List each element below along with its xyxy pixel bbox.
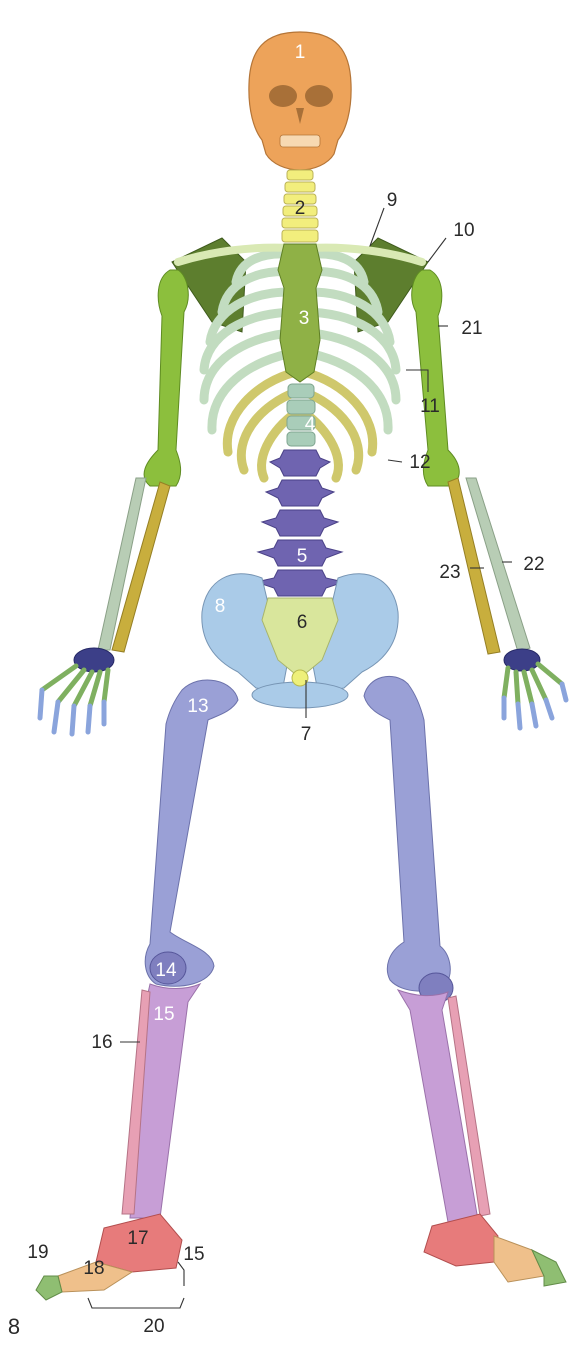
label-15: 15 bbox=[153, 1004, 174, 1025]
label-4: 4 bbox=[305, 414, 316, 435]
label-2: 2 bbox=[295, 198, 306, 219]
eye-socket-right bbox=[305, 85, 333, 107]
label-18: 18 bbox=[83, 1258, 104, 1279]
leader-15b bbox=[178, 1262, 184, 1286]
arm-right bbox=[412, 270, 566, 728]
lumbar-vertebrae bbox=[256, 450, 344, 596]
label-9: 9 bbox=[387, 190, 398, 211]
label-21: 21 bbox=[461, 318, 482, 339]
page-marker: 8 bbox=[8, 1314, 20, 1339]
femur-left bbox=[145, 680, 238, 986]
label-22: 22 bbox=[523, 554, 544, 575]
arm-left bbox=[40, 270, 188, 734]
leg-left bbox=[36, 680, 238, 1300]
label-15-foot: 15 bbox=[183, 1244, 204, 1265]
femur-right bbox=[364, 676, 450, 991]
label-1: 1 bbox=[295, 42, 306, 63]
phalanges-hand-right bbox=[504, 684, 566, 728]
label-7: 7 bbox=[301, 724, 312, 745]
label-13: 13 bbox=[187, 696, 208, 717]
leader-12 bbox=[388, 460, 402, 462]
bracket-20 bbox=[88, 1298, 184, 1308]
label-23: 23 bbox=[439, 562, 460, 583]
label-14: 14 bbox=[155, 960, 177, 981]
phalanges-foot-left bbox=[36, 1276, 62, 1300]
leader-10 bbox=[428, 238, 446, 262]
label-5: 5 bbox=[297, 546, 308, 567]
tarsals-right bbox=[424, 1214, 498, 1266]
leg-right bbox=[364, 676, 566, 1286]
metacarpals-left bbox=[42, 666, 108, 706]
eye-socket-left bbox=[269, 85, 297, 107]
label-19: 19 bbox=[27, 1242, 48, 1263]
label-16: 16 bbox=[91, 1032, 112, 1053]
label-20: 20 bbox=[143, 1316, 164, 1337]
teeth bbox=[280, 135, 320, 147]
label-11: 11 bbox=[420, 396, 440, 417]
label-8: 8 bbox=[215, 596, 226, 617]
label-12: 12 bbox=[409, 452, 430, 473]
label-6: 6 bbox=[297, 612, 308, 633]
label-17: 17 bbox=[127, 1228, 148, 1249]
label-10: 10 bbox=[453, 220, 474, 241]
humerus-left bbox=[144, 270, 188, 486]
metacarpals-right bbox=[504, 664, 562, 704]
label-3: 3 bbox=[299, 308, 310, 329]
